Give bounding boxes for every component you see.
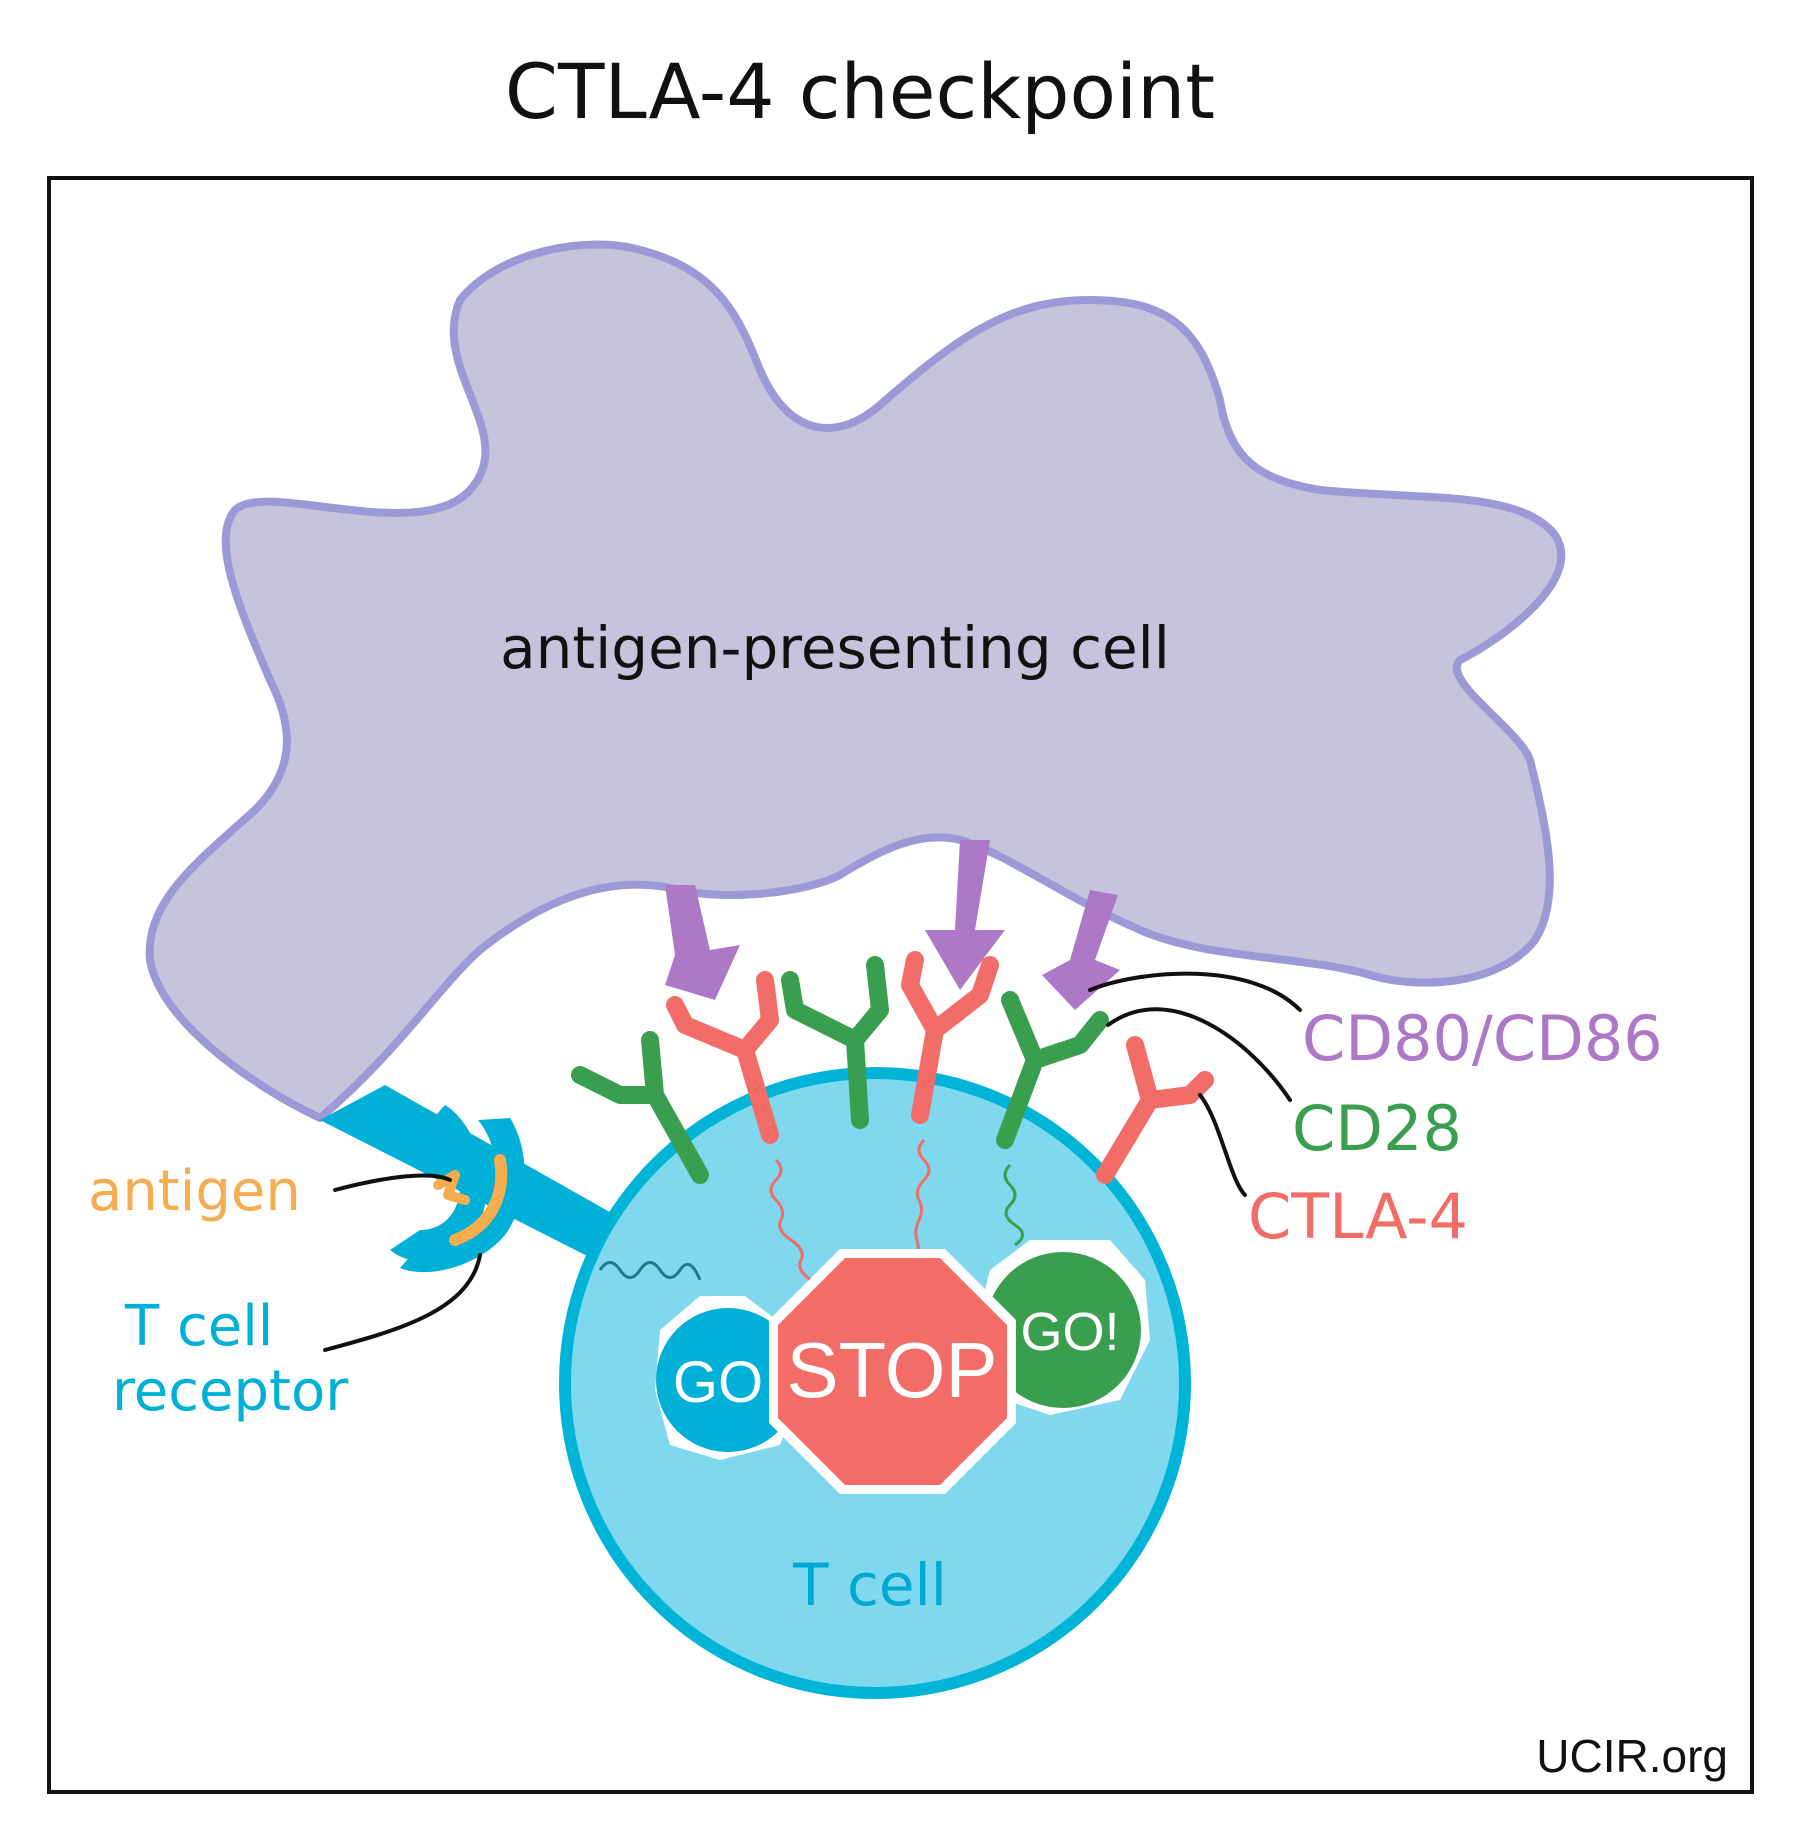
go-right-label: GO!	[1020, 1302, 1119, 1362]
go-left-label: GO	[673, 1350, 763, 1415]
receptor-signal-squiggles	[769, 1138, 1024, 1282]
antigen-label: antigen	[88, 1159, 301, 1224]
cd80-cd86-ligands	[665, 840, 1120, 1010]
t-cell-receptor	[320, 1085, 615, 1273]
credit-text: UCIR.org	[1536, 1730, 1728, 1782]
cd28-label: CD28	[1292, 1092, 1462, 1165]
apc-label: antigen-presenting cell	[500, 614, 1170, 682]
stop-label: STOP	[787, 1326, 998, 1414]
leader-lines	[323, 971, 1302, 1352]
ctla4-label: CTLA-4	[1248, 1180, 1468, 1253]
diagram-title: CTLA-4 checkpoint	[505, 47, 1215, 136]
t-cell-label: T cell	[792, 1551, 947, 1619]
diagram-frame	[47, 176, 1754, 1794]
cd80-cd86-label: CD80/CD86	[1302, 1002, 1663, 1075]
tcr-signal-squiggle	[598, 1261, 702, 1281]
tcr-label-line2: receptor	[112, 1359, 349, 1424]
go-signal-right: GO!	[975, 1240, 1150, 1415]
tcr-label-line1: T cell	[124, 1294, 273, 1359]
ctla4-receptors	[666, 951, 1214, 1184]
antigen-presenting-cell	[145, 240, 1566, 1122]
cd28-receptors	[571, 956, 1109, 1184]
go-signal-left: GO	[655, 1296, 800, 1460]
stop-sign: STOP	[769, 1249, 1016, 1494]
